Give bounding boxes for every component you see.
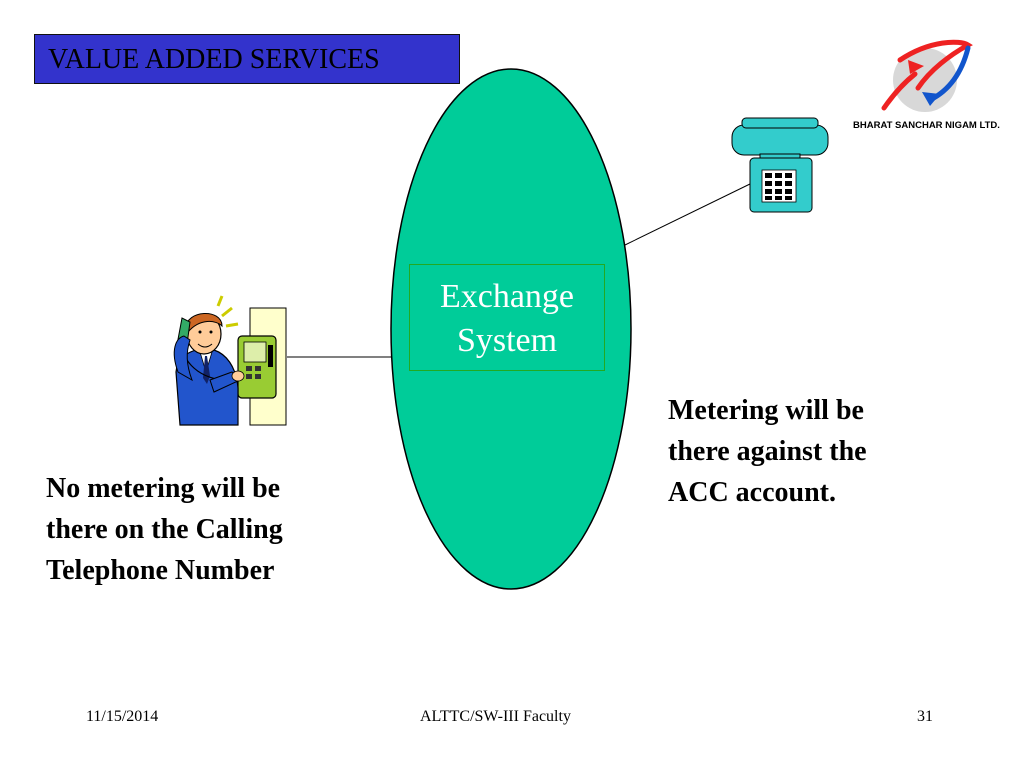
exchange-ellipse	[390, 68, 632, 590]
slide-title: VALUE ADDED SERVICES	[34, 34, 460, 84]
footer-center-text: ALTTC/SW-III Faculty	[420, 708, 571, 725]
exchange-label-line-1: Exchange	[439, 278, 575, 315]
bsnl-logo-icon	[881, 39, 973, 112]
footer-page-number: 31	[917, 708, 933, 725]
desk-telephone-icon	[731, 117, 829, 213]
exchange-label-line-2: System	[456, 322, 558, 359]
exchange-system-label: Exchange System	[409, 264, 605, 371]
bsnl-logo-text: BHARAT SANCHAR NIGAM LTD.	[853, 120, 1000, 131]
right-note-line: Metering will be	[668, 395, 864, 426]
left-note-line: No metering will be	[46, 473, 281, 504]
caller-payphone-icon	[173, 295, 287, 426]
left-note-line: Telephone Number	[46, 555, 275, 586]
right-note-line: there against the	[668, 436, 867, 467]
right-note-line: ACC account.	[668, 477, 836, 508]
footer-date: 11/15/2014	[86, 708, 159, 725]
right-note: Metering will be there against the ACC a…	[668, 390, 968, 513]
line-exchange-to-phone	[624, 182, 753, 246]
left-note-line: there on the Calling	[46, 514, 283, 545]
left-note: No metering will be there on the Calling…	[46, 468, 386, 591]
